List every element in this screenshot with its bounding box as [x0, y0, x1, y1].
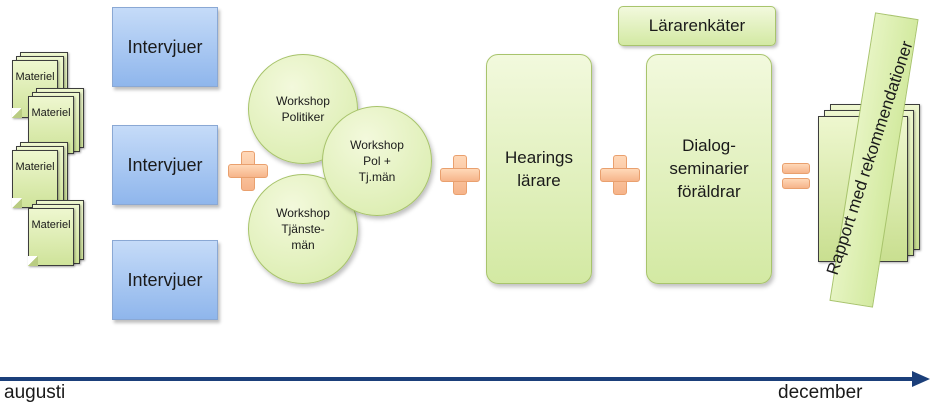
- document-page: Materiel: [12, 150, 58, 208]
- timeline-axis: [0, 377, 918, 381]
- document-label: Materiel: [31, 107, 71, 119]
- interview-box: Intervjuer: [112, 7, 218, 87]
- document-page: Materiel: [28, 208, 74, 266]
- plus-icon: [228, 151, 268, 191]
- document-stack: Materiel: [12, 142, 74, 220]
- plus-icon: [440, 155, 480, 195]
- timeline-start-label: augusti: [4, 382, 66, 403]
- interview-box: Intervjuer: [112, 125, 218, 205]
- document-label: Materiel: [15, 71, 55, 83]
- timeline-end-label: december: [778, 382, 863, 403]
- document-label: Materiel: [15, 161, 55, 173]
- workshop-pol-tjman-circle: Workshop Pol + Tj.män: [322, 106, 432, 216]
- document-label: Materiel: [31, 219, 71, 231]
- document-stack: Materiel: [28, 200, 90, 278]
- survey-badge: Lärarenkäter: [618, 6, 776, 46]
- equals-icon: [782, 163, 820, 189]
- plus-icon: [600, 155, 640, 195]
- interview-box: Intervjuer: [112, 240, 218, 320]
- hearings-panel: Hearings lärare: [486, 54, 592, 284]
- timeline-arrow-icon: [912, 371, 930, 387]
- dialog-seminar-panel: Dialog- seminarier föräldrar: [646, 54, 772, 284]
